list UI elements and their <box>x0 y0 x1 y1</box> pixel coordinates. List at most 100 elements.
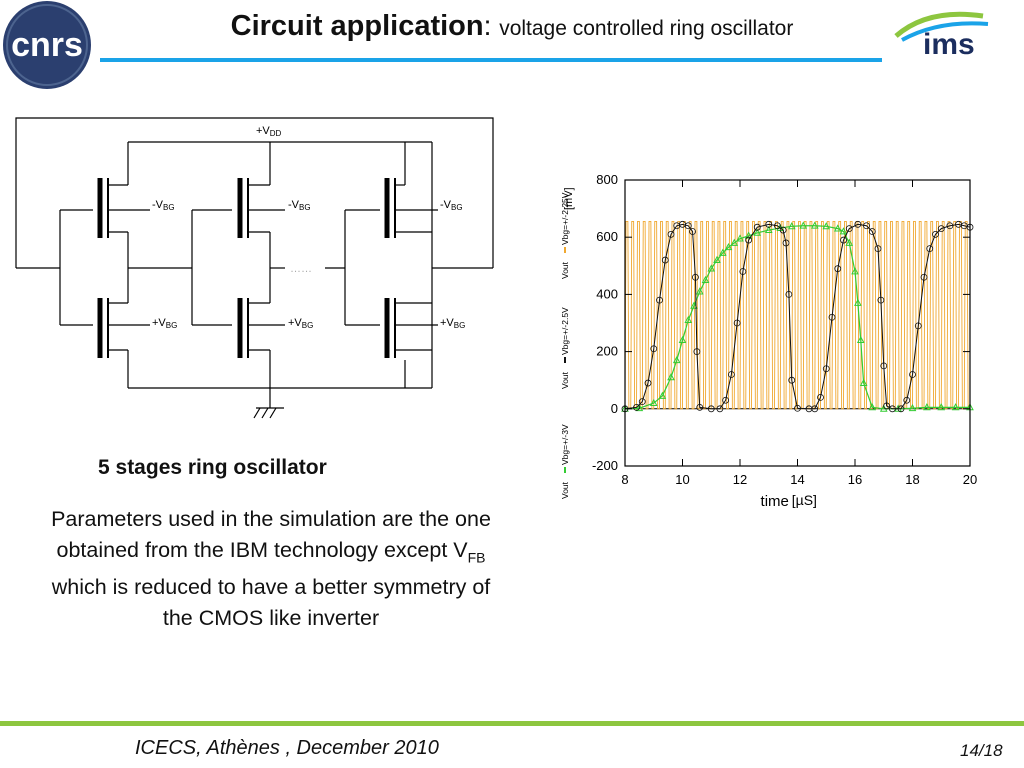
point-vbg-2-5v <box>785 290 793 298</box>
point-vbg-3v <box>799 221 808 229</box>
point-vbg-2-5v <box>903 396 911 404</box>
point-vbg-3v <box>845 238 854 246</box>
point-vbg-2-5v <box>722 396 730 404</box>
point-vbg-3v <box>753 228 762 236</box>
point-vbg-2-5v <box>840 236 847 244</box>
point-vbg-2-5v <box>696 403 704 411</box>
x-tick-label: 12 <box>733 472 747 487</box>
point-vbg-3v <box>713 255 721 263</box>
point-vbg-3v <box>854 298 862 306</box>
point-vbg-2-5v <box>822 365 830 373</box>
point-vbg-2-5v <box>883 402 891 410</box>
series-line-vbg-3v <box>624 225 970 410</box>
series-line-vbg-2-25v <box>624 221 970 410</box>
point-vbg-2-5v <box>874 245 882 253</box>
stage1-bottom-gate-label: +VBG <box>152 317 177 330</box>
simulation-note: Parameters used in the simulation are th… <box>40 504 502 633</box>
point-vbg-2-5v <box>667 230 675 238</box>
y-tick-label: -200 <box>592 458 618 473</box>
point-vbg-3v <box>868 403 877 411</box>
point-vbg-3v <box>859 378 868 386</box>
legend-series-name: Vout <box>560 481 570 499</box>
x-tick-label: 8 <box>621 472 628 487</box>
legend-series-name: Vout <box>560 261 570 279</box>
point-vbg-3v <box>684 315 693 324</box>
point-vbg-2-5v <box>716 405 724 413</box>
point-vbg-2-5v <box>863 222 870 230</box>
legend-condition: Vbg=+/-2.25V <box>560 192 570 245</box>
point-vbg-3v <box>724 242 733 251</box>
point-vbg-3v <box>744 231 753 239</box>
point-vbg-3v <box>667 373 675 381</box>
point-vbg-2-5v <box>779 226 787 234</box>
point-vbg-2-5v <box>794 404 801 412</box>
point-vbg-3v <box>736 234 744 242</box>
header-divider <box>100 58 882 62</box>
point-vbg-2-5v <box>811 405 819 413</box>
point-vbg-2-5v <box>638 398 646 406</box>
x-axis-label: time <box>761 493 789 510</box>
point-vbg-2-5v <box>868 228 876 235</box>
point-vbg-2-5v <box>684 222 692 230</box>
legend-entry: Vbg=+/-2.25V Vout <box>560 192 570 279</box>
point-vbg-2-5v <box>633 403 640 411</box>
y-tick-label: 200 <box>596 344 618 359</box>
point-vbg-2-5v <box>897 405 905 413</box>
point-vbg-2-5v <box>888 405 896 413</box>
schematic-caption: 5 stages ring oscillator <box>98 456 327 479</box>
point-vbg-2-5v <box>877 296 885 304</box>
x-axis-unit: [µS] <box>792 492 817 508</box>
point-vbg-2-5v <box>926 245 934 253</box>
point-vbg-3v <box>908 403 917 412</box>
simulation-note-text: Parameters used in the simulation are th… <box>51 507 491 562</box>
point-vbg-2-5v <box>692 273 699 281</box>
simulation-note-subscript: FB <box>467 548 486 565</box>
y-axis-label: [mV] <box>563 187 575 210</box>
point-vbg-2-5v <box>845 225 853 233</box>
y-tick-label: 400 <box>596 286 618 301</box>
point-vbg-2-5v <box>914 322 922 330</box>
point-vbg-3v <box>707 264 716 272</box>
point-vbg-2-5v <box>932 230 939 238</box>
point-vbg-3v <box>695 287 704 295</box>
point-vbg-3v <box>635 403 644 412</box>
point-vbg-2-5v <box>693 348 701 356</box>
simulation-note-text-end: which is reduced to have a better symmet… <box>51 575 491 630</box>
stage-continuation-dots: …… <box>290 263 312 275</box>
point-vbg-2-5v <box>650 345 658 353</box>
point-vbg-2-5v <box>644 379 652 387</box>
ring-oscillator-schematic: +VDD -VBG -VBG -VBG +VBG +VBG +VBG …… <box>0 110 510 430</box>
point-vbg-2-5v <box>834 265 842 273</box>
point-vbg-2-5v <box>880 362 888 370</box>
point-vbg-3v <box>658 391 667 399</box>
point-vbg-3v <box>649 398 658 406</box>
point-vbg-2-5v <box>828 313 836 321</box>
point-vbg-3v <box>951 403 960 411</box>
x-tick-label: 14 <box>790 472 804 487</box>
slide-title-main: Circuit application <box>230 10 484 42</box>
y-tick-label: 600 <box>596 229 618 244</box>
point-vbg-3v <box>764 225 773 233</box>
point-vbg-3v <box>730 238 739 246</box>
point-vbg-2-5v <box>765 220 773 228</box>
legend-condition: Vbg=+/-2.5V <box>560 307 570 355</box>
point-vbg-2-5v <box>656 296 663 304</box>
point-vbg-3v <box>839 227 848 235</box>
point-vbg-2-5v <box>727 371 735 378</box>
point-vbg-2-5v <box>946 222 954 230</box>
cnrs-logo: cnrs <box>0 0 96 94</box>
x-tick-label: 20 <box>963 472 977 487</box>
legend-entry: Vbg=+/-2.5V Vout <box>560 307 570 389</box>
stage3-top-gate-label: -VBG <box>440 199 463 212</box>
footer-conference: ICECS, Athènes , December 2010 <box>135 737 439 759</box>
vdd-label: +VDD <box>256 125 282 138</box>
footer-page-number: 14/18 <box>960 741 1003 760</box>
x-tick-label: 10 <box>675 472 689 487</box>
ims-logo: ims <box>888 6 1016 64</box>
legend-series-name: Vout <box>560 371 570 389</box>
x-tick-label: 18 <box>905 472 919 487</box>
slide-title-colon: : <box>483 10 492 41</box>
point-vbg-3v <box>701 275 710 283</box>
point-vbg-3v <box>678 335 687 344</box>
